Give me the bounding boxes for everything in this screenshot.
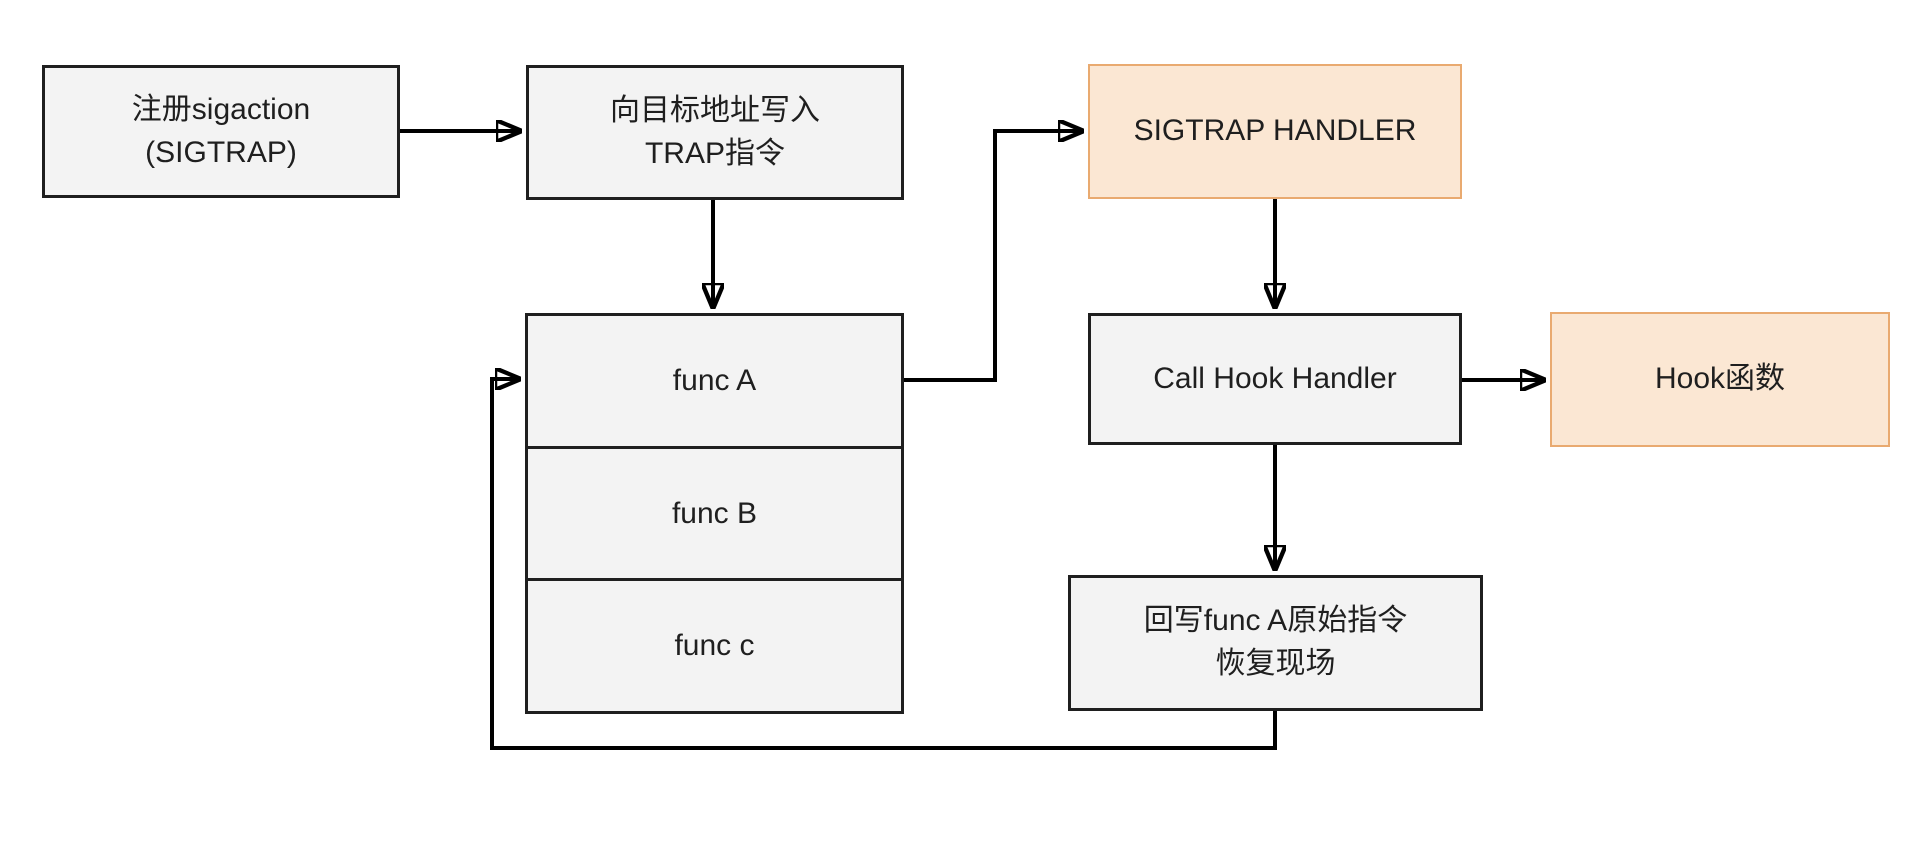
- node-hook-function: Hook函数: [1550, 312, 1890, 447]
- func-stack: func A func B func c: [525, 313, 904, 714]
- node-register-sigaction: 注册sigaction (SIGTRAP): [42, 65, 400, 198]
- node-restore-original-line1: 回写func A原始指令: [1143, 604, 1408, 638]
- node-sigtrap-handler: SIGTRAP HANDLER: [1088, 64, 1462, 199]
- node-write-trap-line1: 向目标地址写入: [610, 93, 820, 127]
- arrow-funca-to-sigtrap-handler: [904, 131, 1083, 382]
- node-hook-function-label: Hook函数: [1654, 362, 1786, 396]
- node-register-sigaction-line2: (SIGTRAP): [145, 135, 297, 169]
- node-sigtrap-handler-label: SIGTRAP HANDLER: [1133, 114, 1417, 148]
- node-func-a-label: func A: [672, 363, 757, 397]
- node-func-c: func c: [528, 578, 901, 711]
- node-restore-original-line2: 恢复现场: [1215, 647, 1336, 680]
- node-func-c-label: func c: [674, 629, 755, 663]
- node-func-b-label: func B: [671, 496, 758, 530]
- node-call-hook-handler-label: Call Hook Handler: [1153, 361, 1397, 395]
- node-register-sigaction-line1: 注册sigaction: [131, 92, 311, 126]
- node-func-a: func A: [528, 316, 901, 446]
- node-write-trap: 向目标地址写入 TRAP指令: [526, 65, 904, 200]
- node-restore-original: 回写func A原始指令 恢复现场: [1068, 575, 1483, 711]
- arrow-restore-loop-to-funca: [490, 379, 1277, 750]
- node-write-trap-line2: TRAP指令: [644, 136, 785, 170]
- node-func-b: func B: [528, 445, 901, 579]
- node-call-hook-handler: Call Hook Handler: [1088, 313, 1462, 445]
